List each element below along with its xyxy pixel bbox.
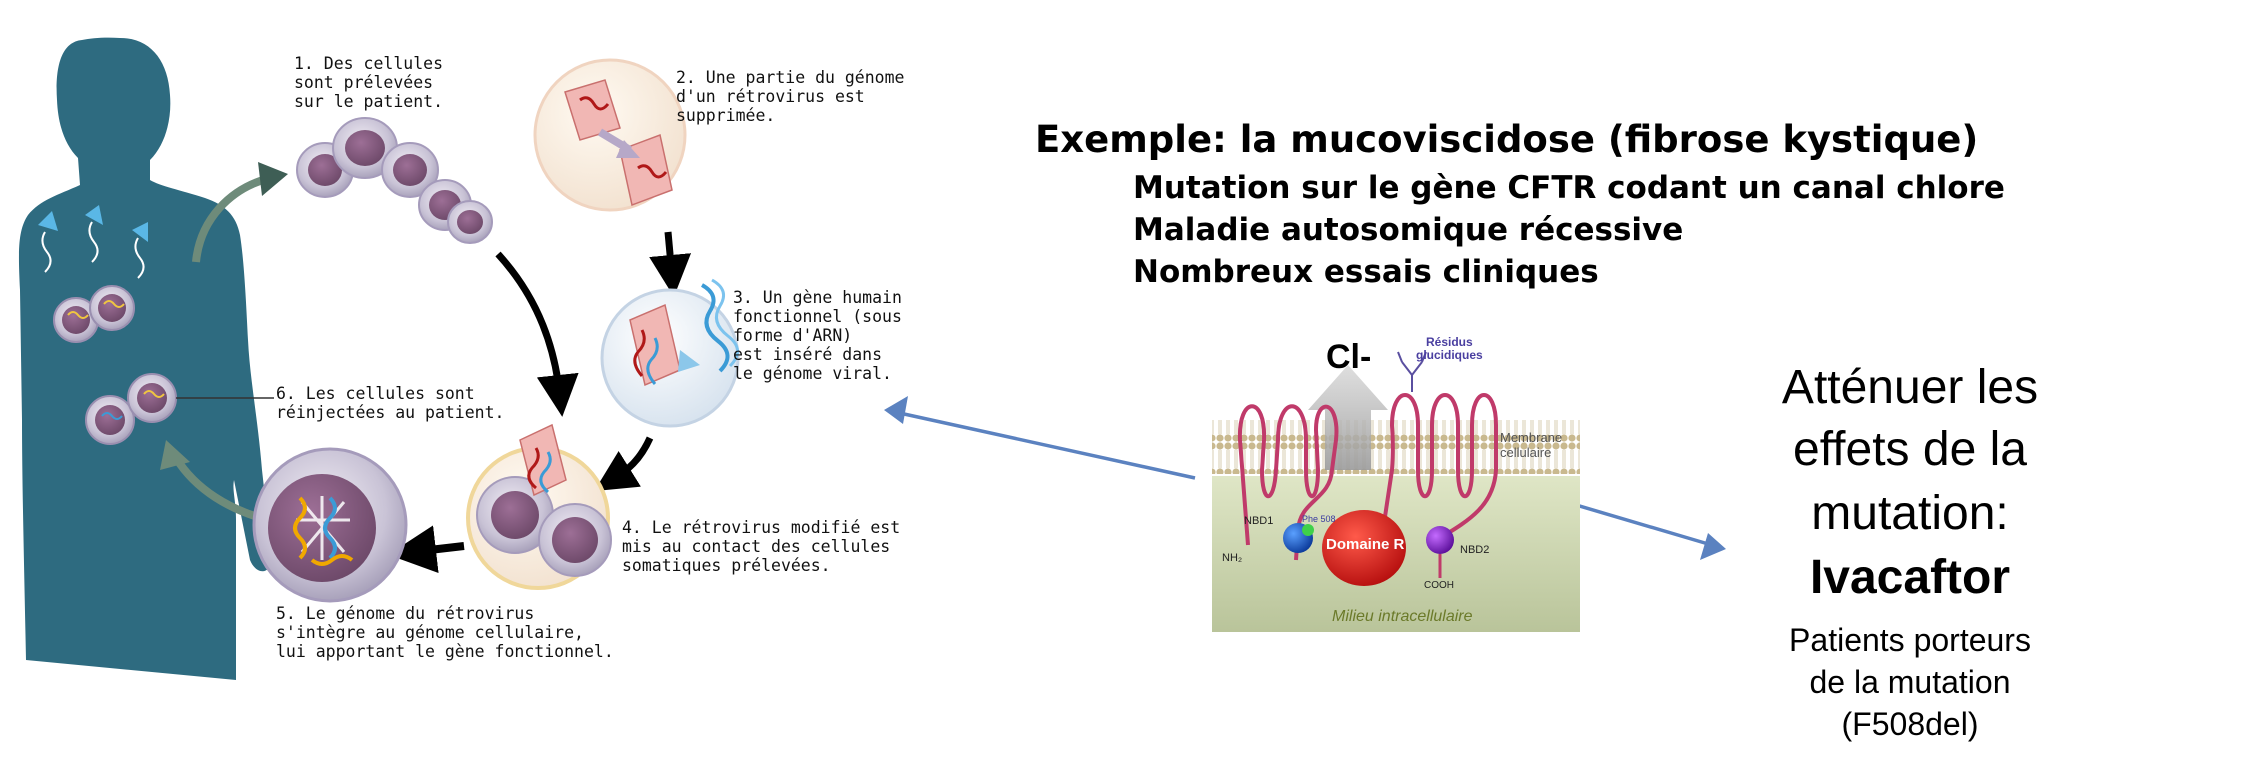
residues-label: Résidus glucidiques xyxy=(1416,335,1483,362)
treatment-line-3: mutation: xyxy=(1811,487,2009,540)
domaine-r-ball xyxy=(1322,510,1406,586)
step-3-text: 3. Un gène humain fonctionnel (sous form… xyxy=(733,288,902,383)
step-6-text: 6. Les cellules sont réinjectées au pati… xyxy=(276,384,505,422)
example-bullet-2: Maladie autosomique récessive xyxy=(1133,212,1684,248)
treatment-line-2: effets de la xyxy=(1793,423,2027,476)
treatment-note-1: Patients porteurs xyxy=(1789,622,2031,658)
human-silhouette xyxy=(18,37,273,681)
arrow-3-to-4 xyxy=(594,436,654,492)
tm-loops-left xyxy=(1237,404,1339,561)
example-heading: Exemple: la mucoviscidose (fibrose kysti… xyxy=(1035,118,1979,161)
step-5-text: 5. Le génome du rétrovirus s'intègre au … xyxy=(276,604,614,661)
treatment-line-1: Atténuer les xyxy=(1781,361,2039,414)
step2-virus xyxy=(533,58,687,212)
nbd2-label: NBD2 xyxy=(1460,544,1490,556)
step-2-text: 2. Une partie du génome d'un rétrovirus … xyxy=(676,68,905,125)
phe508-label: Phe 508 xyxy=(1302,514,1336,524)
nbd2-ball xyxy=(1426,526,1454,554)
arrowhead-to-gene-therapy xyxy=(884,396,908,424)
treatment-note-3: (F508del) xyxy=(1841,706,1979,742)
membrane xyxy=(1212,420,1580,474)
example-bullet-1: Mutation sur le gène CFTR codant un cana… xyxy=(1133,170,2005,206)
step4-cell-virus xyxy=(466,423,612,590)
phe508-dot xyxy=(1302,524,1314,536)
extraction-arrowhead xyxy=(258,162,288,196)
example-bullet-3: Nombreux essais cliniques xyxy=(1133,254,1599,290)
channel-arrow xyxy=(1308,365,1388,470)
cooh-label: COOH xyxy=(1424,580,1454,591)
reinjection-arrowhead xyxy=(160,440,190,470)
treatment-note-2: de la mutation xyxy=(1809,664,2011,700)
step1-cells xyxy=(296,117,493,244)
step3-virus-rna xyxy=(600,278,740,428)
step5-cell xyxy=(252,447,408,603)
arrow-2-to-3 xyxy=(649,231,692,297)
drug-name: Ivacaftor xyxy=(1809,551,2011,604)
milieu-label: Milieu intracellulaire xyxy=(1332,608,1473,625)
arrow-1-to-4 xyxy=(495,251,579,417)
cftr-diagram xyxy=(1212,332,1580,632)
nh2-label: NH₂ xyxy=(1222,552,1243,564)
nbd1-label: NBD1 xyxy=(1244,515,1274,527)
step-4-text: 4. Le rétrovirus modifié est mis au cont… xyxy=(622,518,901,575)
extraction-arrow xyxy=(192,174,272,263)
arrow-4-to-5 xyxy=(388,525,465,574)
domaine-r-label: Domaine R xyxy=(1326,536,1405,553)
body-cells-lower xyxy=(85,373,177,445)
step-1-text: 1. Des cellules sont prélevées sur le pa… xyxy=(294,54,444,111)
glycosylation xyxy=(1397,351,1427,392)
body-cells-upper xyxy=(53,285,135,343)
arrowhead-to-treatment xyxy=(1700,533,1726,560)
body-viruses xyxy=(38,205,148,279)
tm-loops-right xyxy=(1378,393,1498,551)
membrane-label: Membrane cellulaire xyxy=(1500,430,1563,460)
ion-label: Cl- xyxy=(1326,338,1372,376)
arrow-to-gene-therapy xyxy=(894,410,1196,480)
